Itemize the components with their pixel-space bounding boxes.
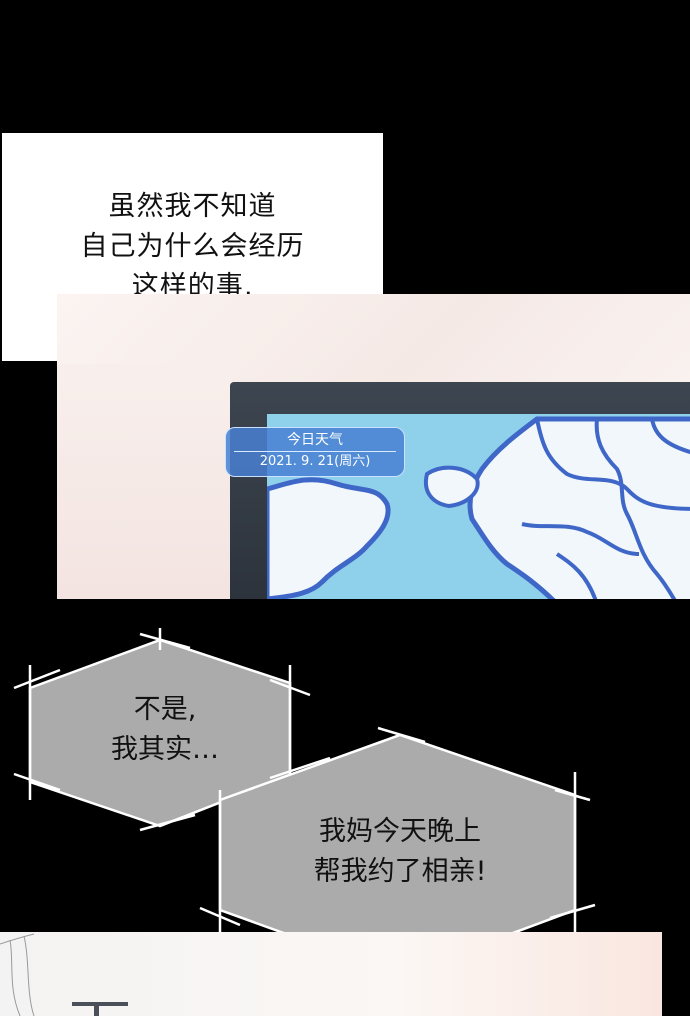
weather-map (267, 414, 690, 599)
narration-line-1: 虽然我不知道 (108, 191, 277, 222)
speech-bubble-2: 我妈今天晚上 帮我约了相亲! (250, 812, 550, 892)
bottom-sketch (0, 933, 128, 1016)
bubble-2-line-1: 我妈今天晚上 (319, 816, 481, 847)
speech-bubble-1: 不是, 我其实… (70, 690, 260, 770)
weather-label: 今日天气 2021. 9. 21(周六) (225, 427, 405, 477)
speech-balloons (13, 628, 596, 987)
bottom-panel (0, 932, 662, 1016)
bubble-1-line-2: 我其实… (111, 734, 219, 765)
bubble-1-line-1: 不是, (133, 694, 197, 725)
weather-date: 2021. 9. 21(周六) (259, 454, 371, 469)
bubble-2-line-2: 帮我约了相亲! (313, 856, 487, 887)
narration-line-2: 自己为什么会经历 (80, 231, 305, 262)
weather-title: 今日天气 (287, 432, 343, 448)
tv-panel: 今日天气 2021. 9. 21(周六) (57, 294, 690, 599)
weather-divider (234, 451, 396, 452)
wall-background (57, 364, 232, 599)
